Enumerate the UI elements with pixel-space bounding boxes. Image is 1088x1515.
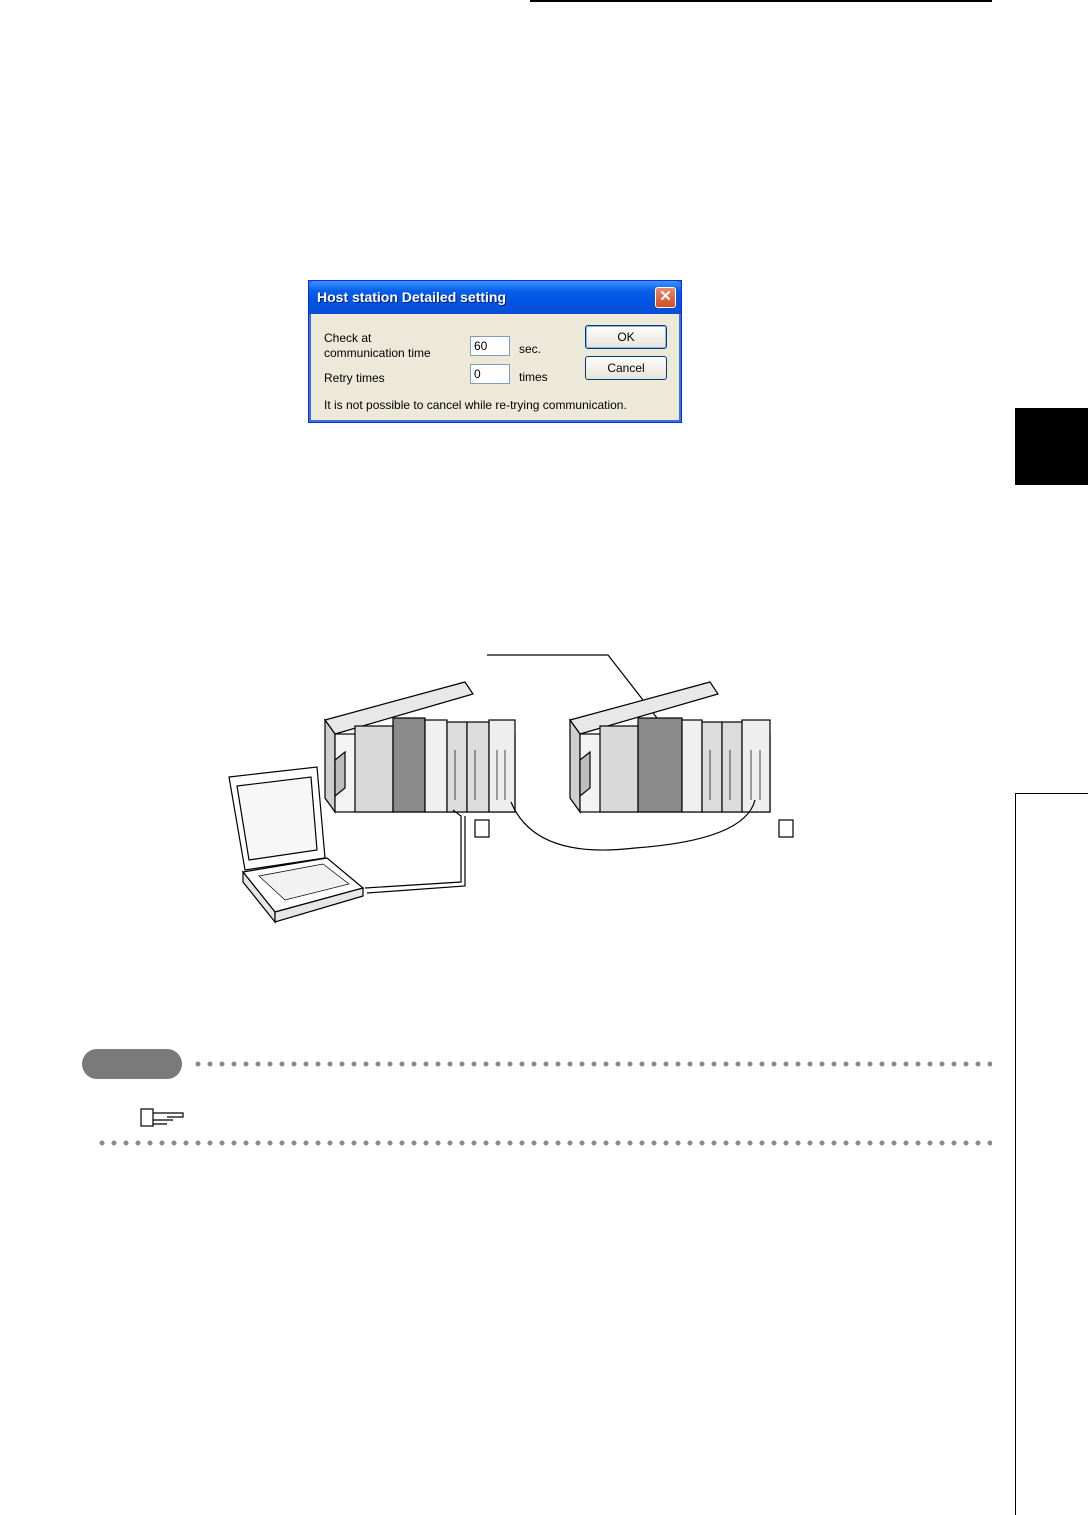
- dotted-separator-top: [192, 1061, 992, 1067]
- callout-leader-line: [487, 654, 658, 719]
- cancel-button[interactable]: Cancel: [585, 356, 667, 380]
- dialog-titlebar: Host station Detailed setting ✕: [309, 281, 681, 314]
- programming-cable: [364, 809, 462, 889]
- laptop-computer: [228, 766, 365, 924]
- side-index-bar: [1015, 793, 1088, 1515]
- reference-hand-icon: [140, 1108, 184, 1127]
- dialog-note: It is not possible to cancel while re-tr…: [324, 398, 627, 412]
- host-station-detailed-setting-dialog: Host station Detailed setting ✕ Check at…: [308, 280, 682, 423]
- check-time-label-line1: Check at: [324, 331, 372, 345]
- network-cable: [510, 799, 756, 851]
- cable-connector-left: [474, 819, 490, 838]
- chapter-tab: [1015, 408, 1088, 485]
- dotted-separator-bottom: [96, 1140, 992, 1146]
- retry-times-label: Retry times: [324, 371, 385, 385]
- header-rule: [530, 0, 992, 2]
- check-time-input[interactable]: [470, 336, 510, 356]
- ok-button[interactable]: OK: [585, 325, 667, 349]
- plc-rack-right: [569, 681, 771, 814]
- retry-times-unit: times: [519, 370, 548, 384]
- check-time-unit: sec.: [519, 342, 542, 356]
- retry-times-input[interactable]: [470, 364, 510, 384]
- network-diagram: [228, 654, 794, 924]
- point-badge: [82, 1049, 182, 1079]
- check-time-label-line2: communication time: [324, 346, 431, 360]
- close-icon[interactable]: ✕: [655, 287, 676, 308]
- plc-rack-left: [324, 681, 516, 814]
- dialog-title: Host station Detailed setting: [317, 289, 507, 305]
- cable-connector-right: [778, 819, 794, 838]
